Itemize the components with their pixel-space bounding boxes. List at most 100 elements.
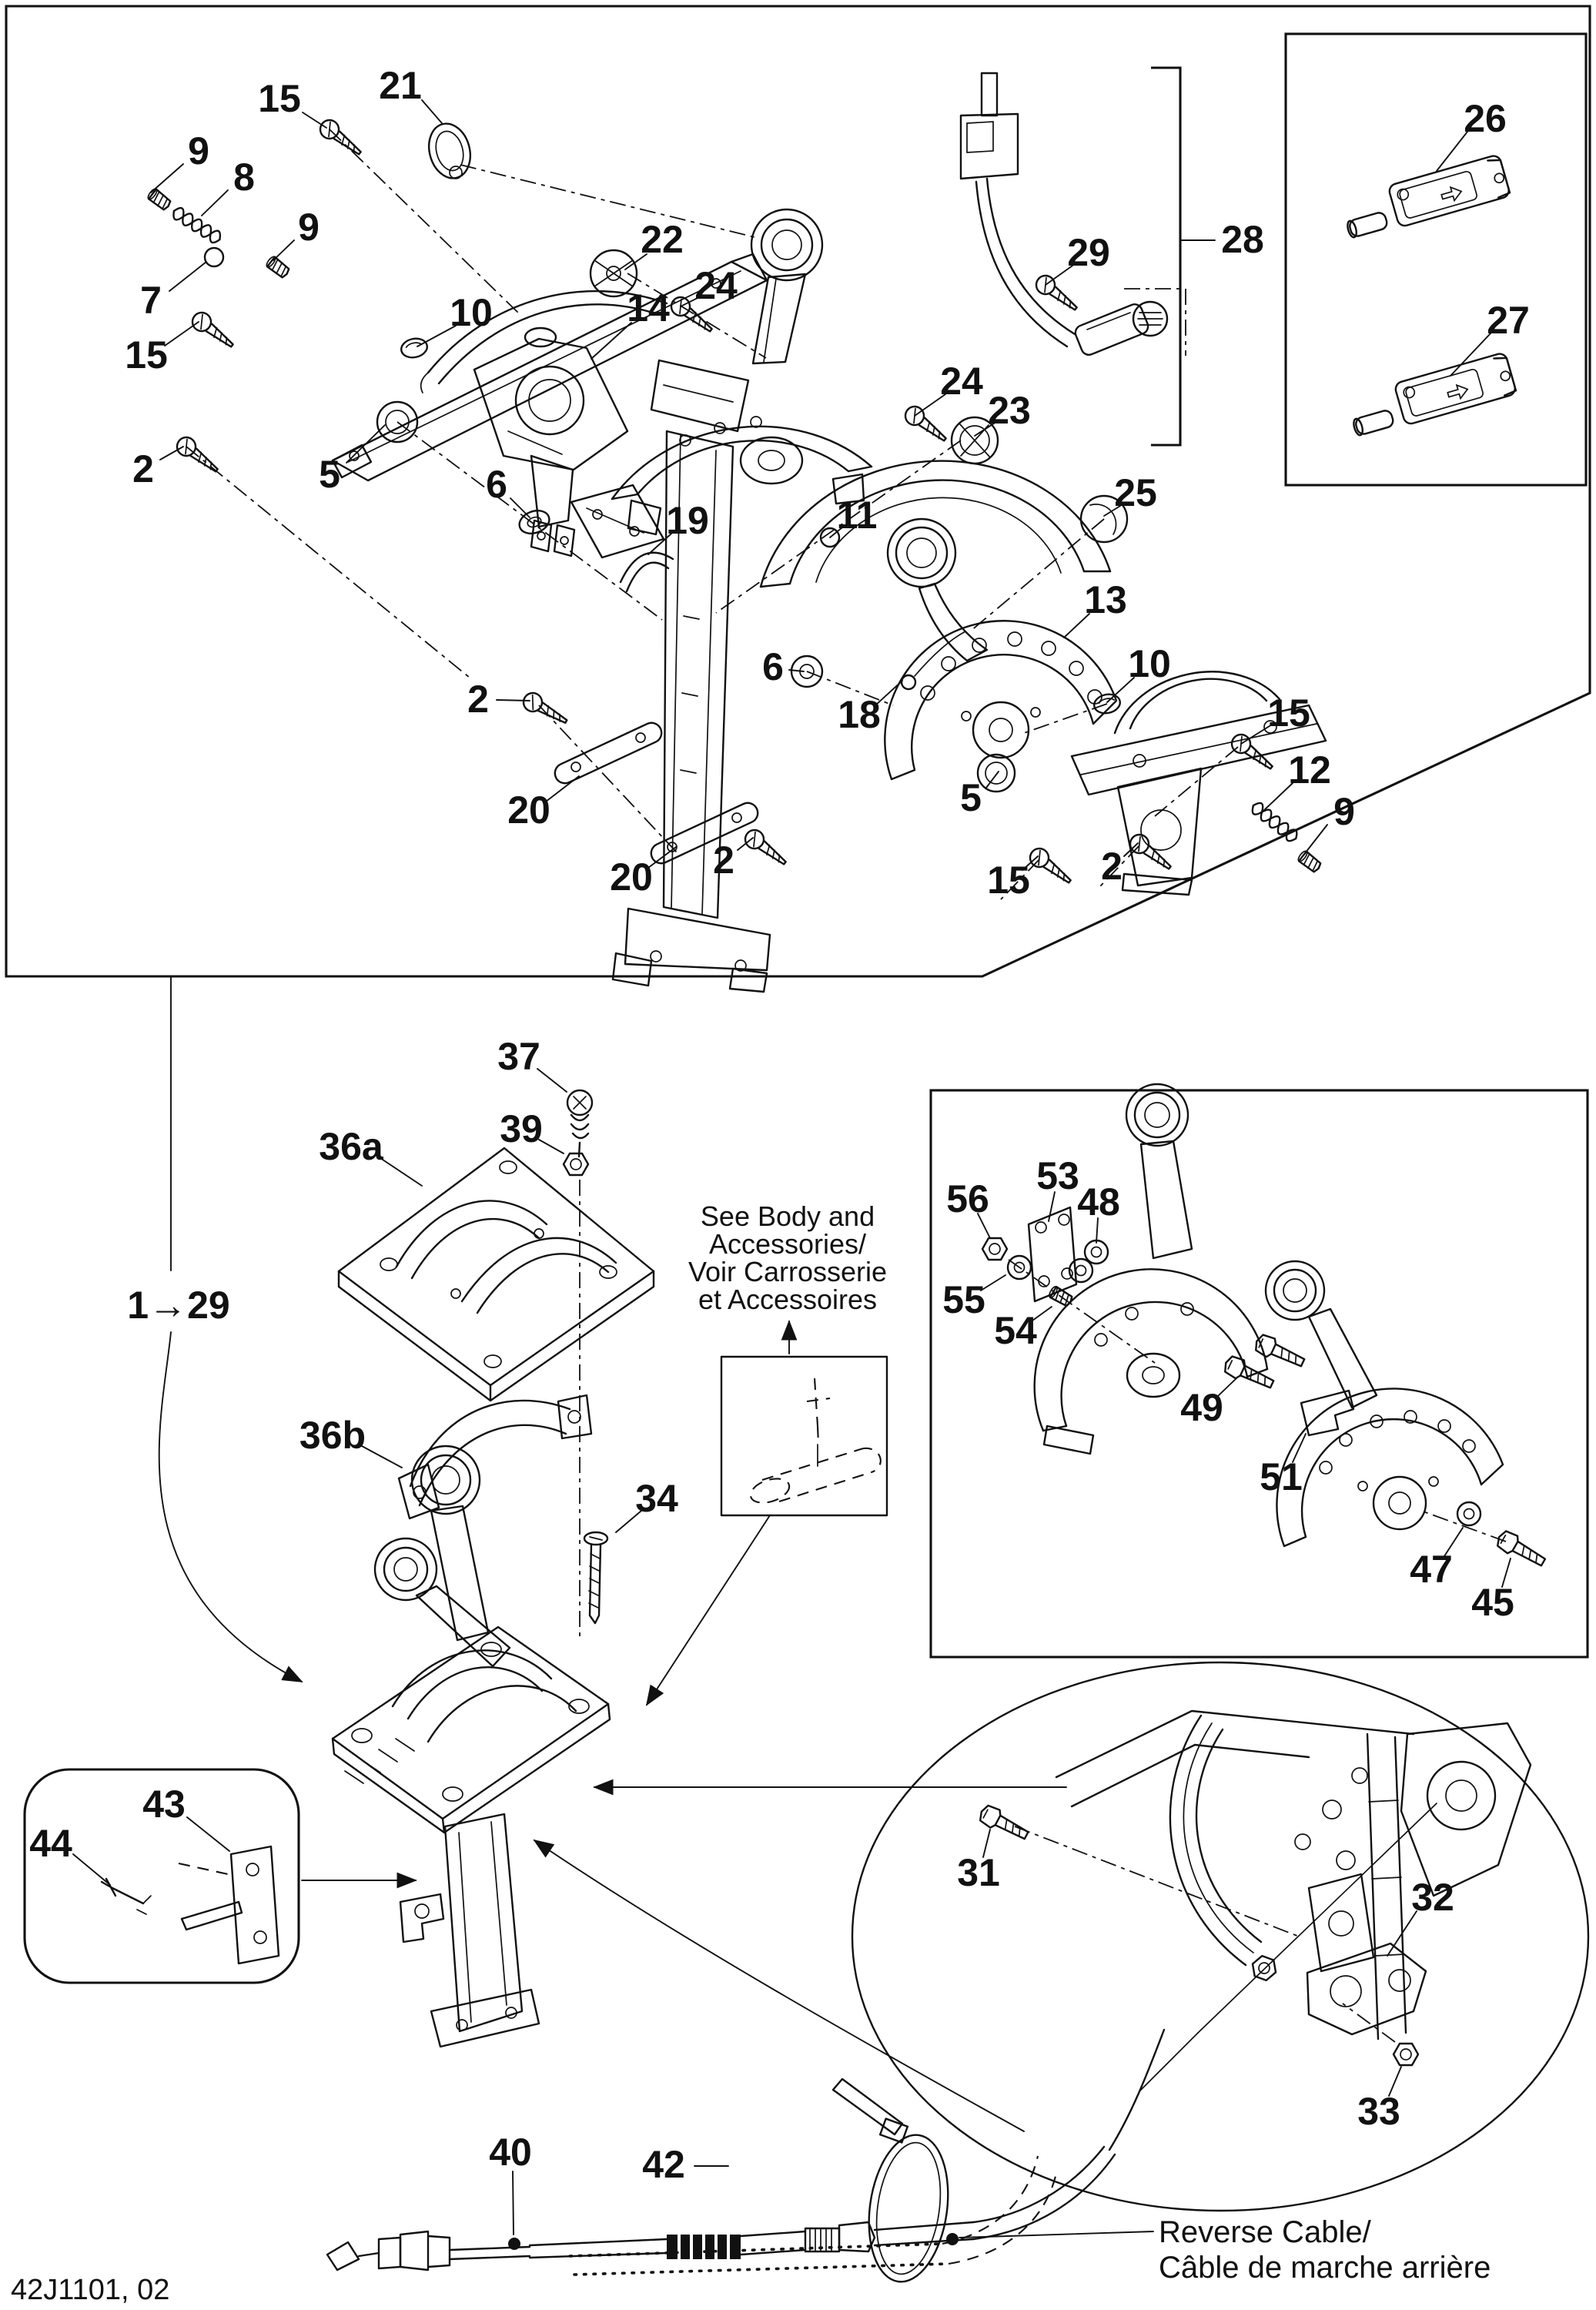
callout-20b: 20 [610, 846, 677, 899]
middle-section: See Body and Accessories/ Voir Carrosser… [23, 976, 1589, 2132]
axis-lines-top [186, 129, 1239, 900]
reverse-cable-line1: Reverse Cable/ [1159, 2215, 1372, 2249]
svg-text:10: 10 [1128, 642, 1171, 685]
cover-36a [337, 1147, 655, 1402]
svg-text:21: 21 [379, 64, 422, 107]
callout-43: 43 [142, 1783, 230, 1852]
svg-text:12: 12 [1288, 748, 1331, 792]
svg-text:15: 15 [125, 333, 168, 377]
svg-text:7: 7 [140, 279, 162, 322]
svg-text:24: 24 [694, 264, 738, 307]
detail-lever-right [1264, 1260, 1504, 1548]
callout-21: 21 [379, 64, 443, 124]
callout-2a: 2 [132, 446, 184, 490]
callout-23: 23 [974, 389, 1031, 437]
range-ref: 1→29 [127, 976, 303, 1682]
callout-22: 22 [624, 218, 684, 270]
svg-text:56: 56 [946, 1177, 989, 1220]
shifter-unit [331, 1445, 611, 2048]
callout-36a: 36a [319, 1125, 423, 1187]
see-body-line1: See Body and [701, 1200, 875, 1232]
bracket-box-43-44 [23, 1768, 417, 1984]
svg-text:53: 53 [1036, 1154, 1079, 1197]
drawing-number: 42J1101, 02 [11, 2274, 169, 2306]
see-body-line4: et Accessoires [698, 1284, 877, 1315]
clip-51 [1300, 1389, 1355, 1437]
range-ref-label: 1→29 [127, 1284, 229, 1327]
callout-33: 33 [1357, 2066, 1402, 2133]
svg-text:11: 11 [837, 494, 878, 537]
svg-text:25: 25 [1114, 471, 1157, 514]
nut-33 [1392, 2042, 1420, 2067]
callout-11: 11 [829, 494, 878, 538]
svg-text:13: 13 [1084, 578, 1127, 621]
bracket-28 [1151, 66, 1182, 447]
callouts: 15 21 9 8 9 22 24 7 10 14 15 2 5 6 19 11… [29, 64, 1530, 2235]
small-parts-top [203, 122, 1129, 865]
callout-8: 8 [201, 156, 255, 216]
callout-37: 37 [497, 1035, 567, 1093]
see-body-note: See Body and Accessories/ Voir Carrosser… [645, 1200, 888, 1706]
callout-48: 48 [1077, 1180, 1120, 1244]
svg-text:2: 2 [132, 447, 154, 490]
svg-text:5: 5 [319, 453, 340, 496]
callout-9: 9 [150, 129, 209, 193]
callout-6a: 6 [486, 463, 530, 518]
clip-19 [619, 551, 674, 593]
svg-text:28: 28 [1221, 218, 1264, 261]
lever-detail-box [929, 1083, 1589, 1659]
svg-text:2: 2 [713, 839, 734, 882]
svg-text:10: 10 [450, 291, 493, 334]
svg-text:15: 15 [1267, 691, 1310, 735]
svg-text:8: 8 [233, 156, 255, 199]
callout-29: 29 [1045, 231, 1110, 286]
svg-text:27: 27 [1487, 299, 1530, 342]
svg-text:5: 5 [960, 776, 982, 819]
callout-9c: 9 [1302, 790, 1355, 857]
callout-15: 15 [258, 77, 327, 129]
svg-text:26: 26 [1464, 97, 1507, 140]
svg-text:54: 54 [994, 1309, 1037, 1352]
screw-37 [566, 1089, 594, 1158]
svg-text:22: 22 [641, 218, 684, 261]
svg-text:37: 37 [497, 1035, 540, 1078]
cable-switch-28 [959, 66, 1216, 447]
callout-15b: 15 [125, 321, 199, 377]
top-panel [5, 5, 1591, 993]
svg-text:32: 32 [1411, 1876, 1454, 1919]
callout-5a: 5 [319, 424, 386, 496]
callout-42: 42 [642, 2143, 729, 2186]
nut-39 [562, 1152, 590, 1177]
bottom-section: Reverse Cable/ Câble de marche arrière 4… [11, 1661, 1590, 2306]
svg-text:15: 15 [987, 859, 1030, 902]
callout-27: 27 [1450, 299, 1530, 377]
wire-18 [914, 631, 966, 677]
callout-2d: 2 [713, 837, 754, 882]
svg-text:9: 9 [1333, 790, 1355, 833]
svg-text:2: 2 [467, 678, 489, 721]
callout-40: 40 [489, 2131, 532, 2235]
callout-49: 49 [1180, 1376, 1239, 1429]
callout-51: 51 [1260, 1433, 1307, 1498]
callout-18: 18 [838, 680, 903, 736]
svg-text:20: 20 [610, 855, 653, 899]
callout-53: 53 [1036, 1154, 1079, 1222]
cable-tie-42 [868, 2134, 949, 2283]
callout-6b: 6 [762, 645, 805, 688]
svg-text:24: 24 [940, 360, 983, 403]
svg-text:40: 40 [489, 2131, 532, 2174]
svg-text:2: 2 [1101, 845, 1123, 888]
svg-text:14: 14 [627, 286, 670, 330]
svg-text:42: 42 [642, 2143, 685, 2186]
callout-7: 7 [140, 261, 207, 322]
callout-24b: 24 [914, 360, 983, 417]
svg-text:23: 23 [988, 389, 1031, 432]
callout-25: 25 [1103, 471, 1157, 517]
ball-7 [203, 246, 225, 268]
svg-text:48: 48 [1077, 1180, 1120, 1224]
callout-2b: 2 [1101, 842, 1139, 888]
see-body-line2: Accessories/ [709, 1228, 866, 1260]
pointer-cable-to-unit [533, 1839, 1025, 2132]
svg-text:36b: 36b [299, 1414, 366, 1457]
svg-text:31: 31 [957, 1851, 1000, 1894]
